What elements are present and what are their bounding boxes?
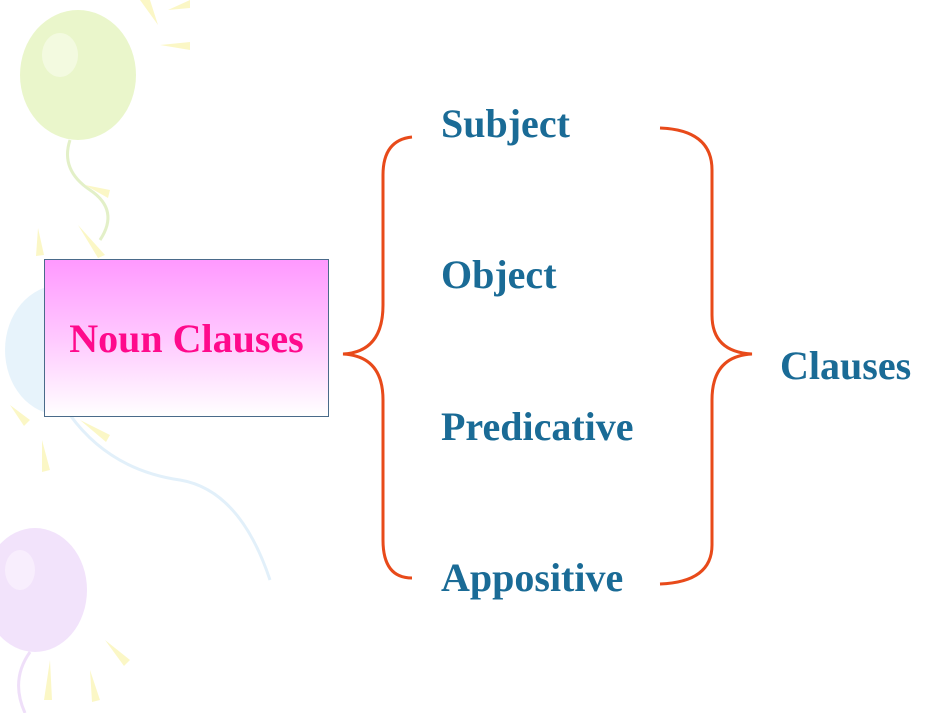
noun-clauses-box: Noun Clauses <box>44 259 329 417</box>
item-subject: Subject <box>441 101 570 146</box>
balloon-icon <box>20 10 136 241</box>
right-curly-brace <box>659 126 753 586</box>
clauses-label: Clauses <box>780 343 912 388</box>
item-predicative: Predicative <box>441 404 634 449</box>
noun-clauses-label: Noun Clauses <box>69 315 304 361</box>
sparkle-decoration <box>10 0 190 702</box>
item-object: Object <box>441 252 557 297</box>
item-appositive: Appositive <box>441 555 624 600</box>
left-curly-brace <box>342 135 413 580</box>
balloon-icon <box>0 528 87 713</box>
